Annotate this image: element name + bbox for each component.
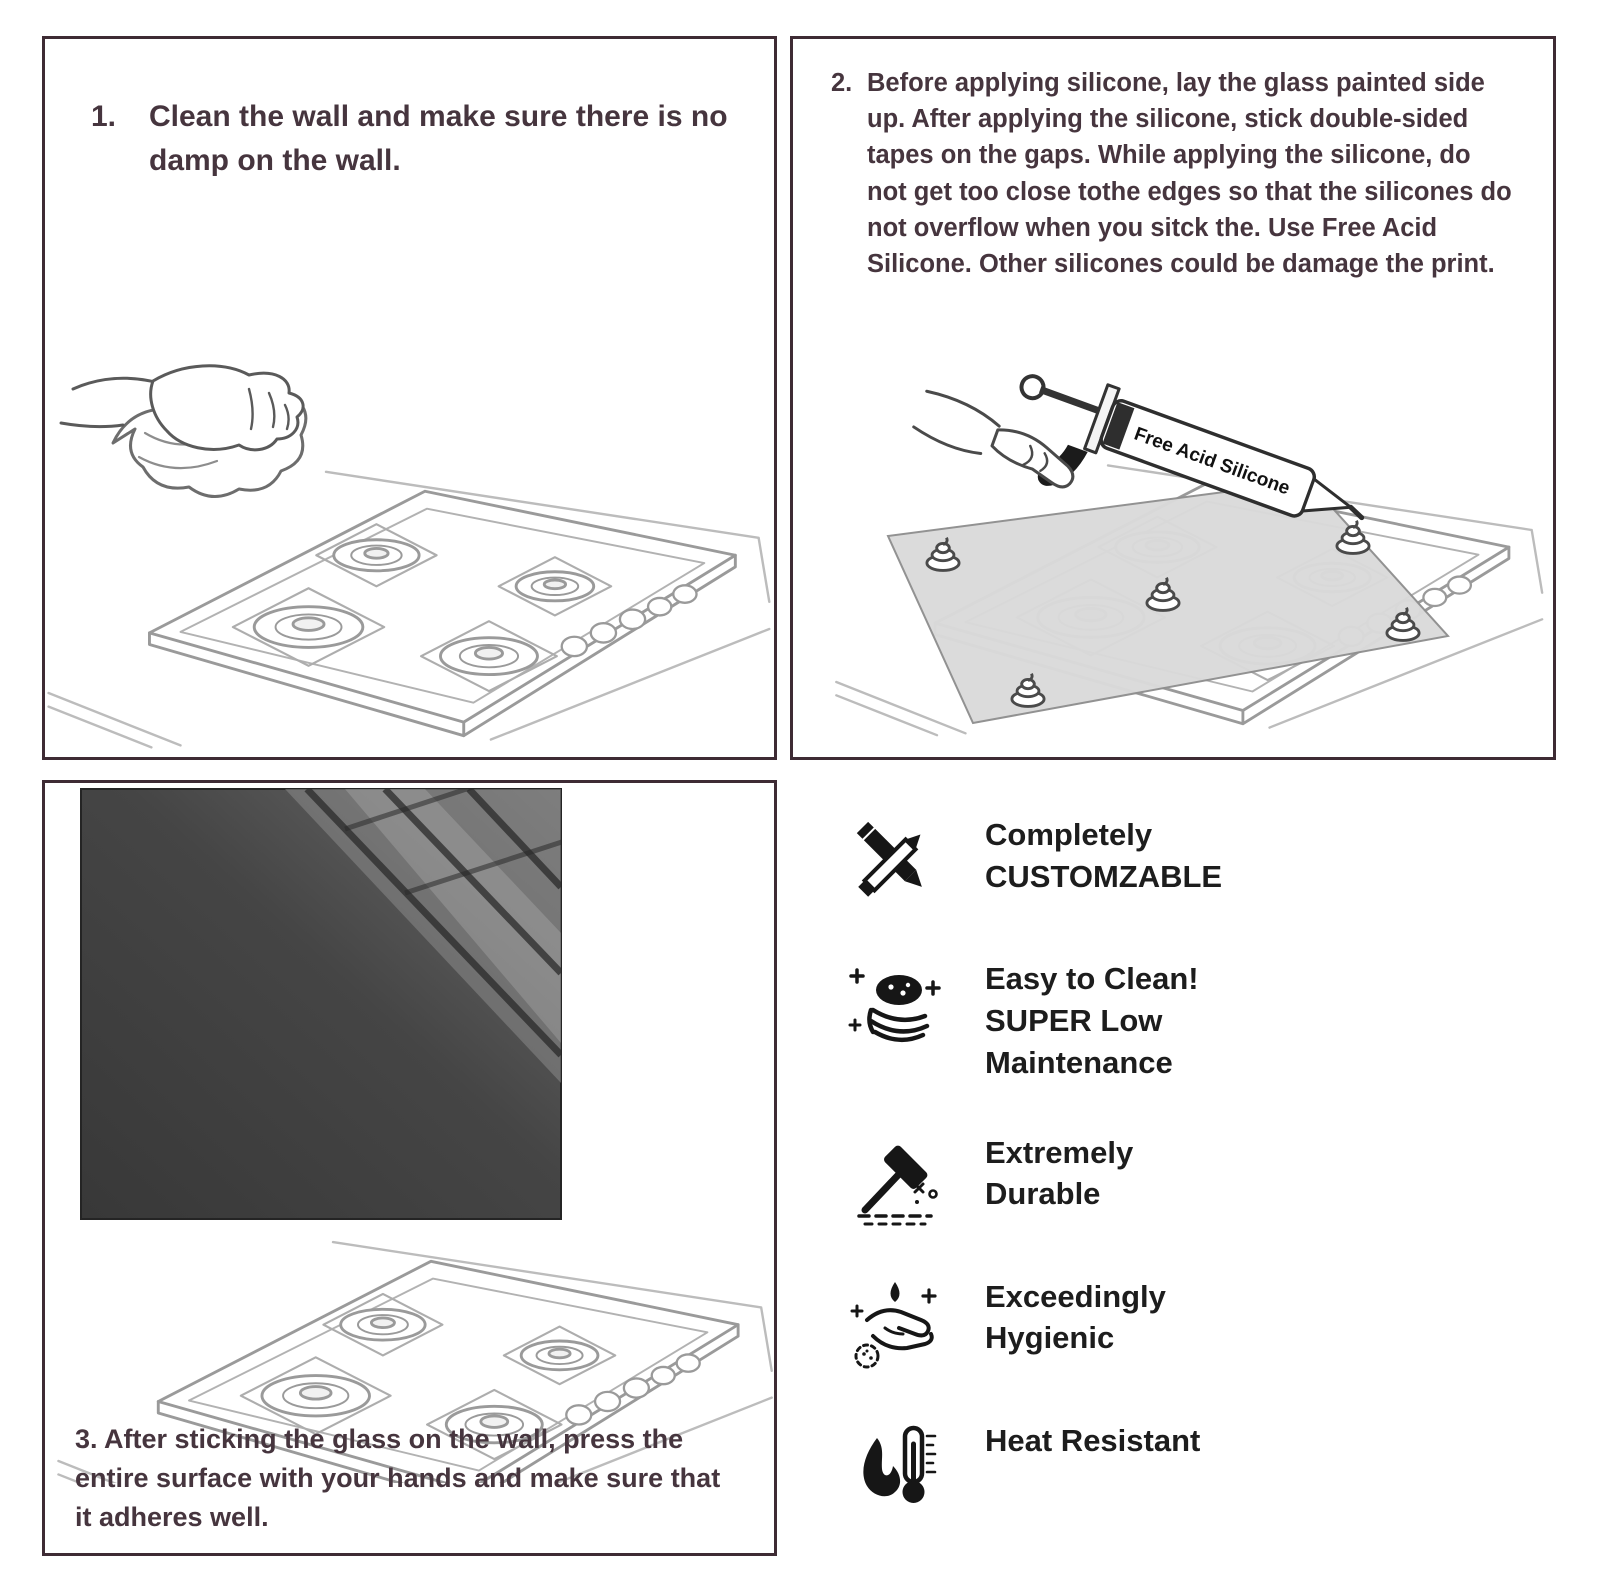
mounted-glass-stove-illustration (57, 788, 774, 1483)
feature-label-durable: Extremely Durable (985, 1128, 1133, 1216)
feature-row-customizable: Completely CUSTOMZABLE (845, 810, 1555, 910)
feature-list: Completely CUSTOMZABLE Easy to Clean! (845, 810, 1555, 1560)
feature-label-clean: Easy to Clean! SUPER Low Maintenance (985, 954, 1199, 1084)
wipe-hand-stove-illustration (47, 364, 771, 749)
step2-number: 2. (831, 69, 853, 97)
step3-number: 3. (75, 1423, 98, 1454)
feature-line: Heat Resistant (985, 1422, 1201, 1458)
feature-row-clean: Easy to Clean! SUPER Low Maintenance (845, 954, 1555, 1084)
feature-row-heat: Heat Resistant (845, 1416, 1555, 1516)
feature-line: Hygienic (985, 1320, 1115, 1356)
step1-panel: 1. Clean the wall and make sure there is… (42, 36, 777, 760)
caulking-gun: Free Acid Silicone (912, 374, 1365, 521)
feature-line: CUSTOMZABLE (985, 858, 1223, 894)
feature-line: Exceedingly (985, 1278, 1166, 1314)
feature-row-durable: Extremely Durable (845, 1128, 1555, 1228)
feature-line: SUPER Low (985, 1002, 1163, 1038)
feature-line: Maintenance (985, 1044, 1173, 1080)
silicone-application-illustration: Free Acid Silicone (834, 374, 1544, 737)
step2-text: Before applying silicone, lay the glass … (867, 69, 1512, 279)
feature-line: Easy to Clean! (985, 961, 1199, 996)
feature-row-hygienic: Exceedingly Hygienic (845, 1272, 1555, 1372)
feature-label-heat: Heat Resistant (985, 1416, 1200, 1462)
step3-text: After sticking the glass on the wall, pr… (75, 1423, 721, 1532)
feature-line: Completely (985, 817, 1153, 852)
step2-heading: 2. Before applying silicone, lay the gla… (793, 39, 1553, 282)
feature-label-customizable: Completely CUSTOMZABLE (985, 810, 1222, 898)
step3-text-block: 3. After sticking the glass on the wall,… (75, 1420, 734, 1537)
clean-icon (848, 968, 941, 1042)
customizable-icon (856, 821, 922, 897)
step1-number: 1. (91, 100, 117, 133)
gripping-hand (990, 428, 1075, 489)
heat-icon (863, 1425, 937, 1503)
step2-panel: 2. Before applying silicone, lay the gla… (790, 36, 1556, 760)
step1-text: Clean the wall and make sure there is no… (149, 100, 728, 177)
step3-panel: 3. After sticking the glass on the wall,… (42, 780, 777, 1556)
cleaning-hand-cloth (59, 364, 308, 498)
feature-line: Durable (985, 1176, 1101, 1212)
feature-label-hygienic: Exceedingly Hygienic (985, 1272, 1166, 1360)
glass-reflection (285, 789, 561, 1083)
step1-heading: 1. Clean the wall and make sure there is… (45, 39, 774, 182)
durable-icon (857, 1145, 938, 1226)
feature-line: Extremely (985, 1134, 1134, 1170)
hygienic-icon (850, 1281, 937, 1369)
